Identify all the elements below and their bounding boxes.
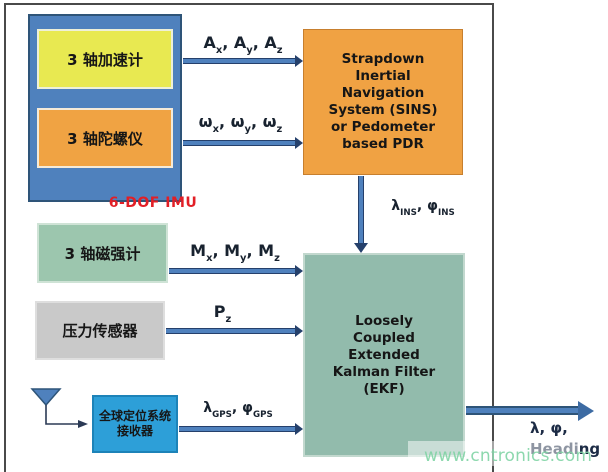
sins-line: or Pedometer — [330, 119, 436, 135]
diagram-outer-frame — [4, 3, 494, 472]
watermark-background — [408, 441, 578, 466]
sins-line: System (SINS) — [328, 102, 438, 118]
output-label-line1: λ, φ, — [530, 419, 568, 437]
pressure-sensor-label: 压力传感器 — [62, 322, 138, 340]
gyroscope-label: 3 轴陀螺仪 — [67, 129, 143, 148]
ekf-line: Kalman Filter — [332, 363, 436, 380]
accelerometer-box: 3 轴加速计 — [37, 29, 173, 89]
gyroscope-box: 3 轴陀螺仪 — [37, 108, 173, 168]
gps-signal-label: λGPS, φGPS — [203, 400, 273, 420]
accel-signal-label: Ax, Ay, Az — [203, 33, 283, 57]
watermark-text: www.cntronics.com — [424, 446, 593, 466]
ekf-line: Coupled — [353, 329, 415, 346]
ekf-line: (EKF) — [363, 380, 405, 397]
pressure-signal-label: Pz — [213, 302, 232, 326]
ins-signal-label: λINS, φINS — [391, 198, 455, 218]
gps-receiver-box: 全球定位系统 接收器 — [92, 395, 178, 453]
antenna-icon — [30, 388, 88, 428]
ekf-line: Loosely — [355, 312, 413, 329]
gps-receiver-label-line1: 全球定位系统 — [98, 409, 171, 423]
gyro-signal-label: ωx, ωy, ωz — [198, 112, 283, 136]
mag-signal-label: Mx, My, Mz — [190, 241, 280, 265]
sins-line: Navigation — [341, 85, 425, 101]
imu-group-label: 6-DOF IMU — [108, 195, 198, 211]
ekf-line: Extended — [348, 346, 420, 363]
sins-line: Strapdown — [341, 51, 425, 67]
gps-receiver-label-line2: 接收器 — [116, 424, 153, 438]
accelerometer-label: 3 轴加速计 — [67, 50, 143, 69]
magnetometer-box: 3 轴磁强计 — [37, 223, 168, 283]
magnetometer-label: 3 轴磁强计 — [64, 244, 141, 263]
sins-line: based PDR — [342, 136, 424, 152]
sins-block: Strapdown Inertial Navigation System (SI… — [303, 29, 463, 175]
sins-line: Inertial — [355, 68, 411, 84]
ekf-block: Loosely Coupled Extended Kalman Filter (… — [303, 253, 465, 457]
pressure-sensor-box: 压力传感器 — [35, 301, 165, 360]
